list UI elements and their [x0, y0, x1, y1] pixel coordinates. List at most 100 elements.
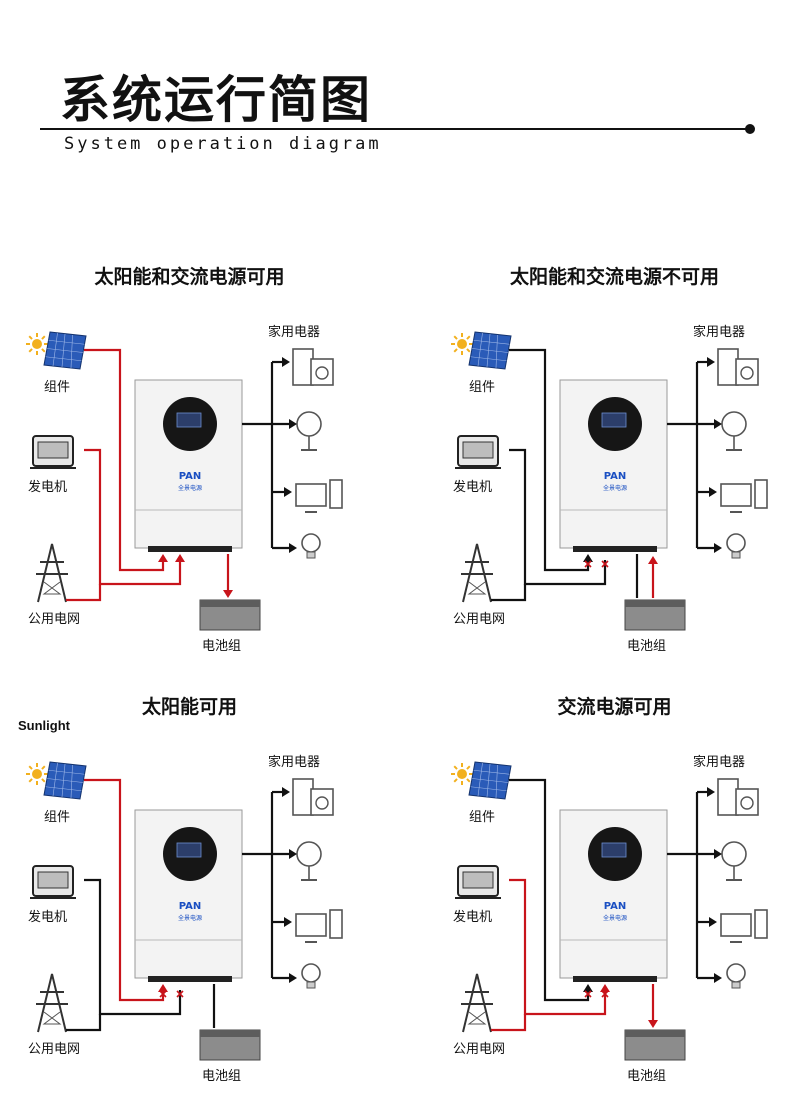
- grid-label: 公用电网: [453, 612, 506, 627]
- light-bulb-icon: [726, 963, 746, 989]
- load-arrow-4: [714, 973, 722, 983]
- battery-charge-arrow: [648, 1020, 658, 1028]
- generator-icon: [455, 865, 501, 899]
- fridge-washer-icon: [292, 778, 334, 816]
- solar-panel-icon: [43, 331, 87, 370]
- solar-arrow: [158, 984, 168, 992]
- load-arrow-3: [284, 917, 292, 927]
- brand-subtitle: 全景电源: [603, 914, 627, 922]
- grid-wire: [66, 1014, 102, 1032]
- battery-charge-arrow: [223, 590, 233, 598]
- battery-icon: [199, 1029, 261, 1061]
- brand-subtitle: 全景电源: [178, 484, 202, 492]
- solar-arrow: [158, 554, 168, 562]
- battery-discharge-arrow: [648, 556, 658, 564]
- load-arrow-3: [709, 917, 717, 927]
- load-arrow-2: [289, 849, 297, 859]
- panel-title: 太阳能可用: [141, 696, 237, 718]
- appliances-label: 家用电器: [693, 755, 746, 770]
- terminal-strip: [148, 976, 232, 982]
- appliances-label: 家用电器: [268, 755, 321, 770]
- load-arrow-4: [289, 543, 297, 553]
- grid-wire: [491, 584, 527, 602]
- ac-disconnect-mark: [601, 990, 609, 998]
- computer-icon: [295, 909, 343, 943]
- load-arrow-2: [714, 419, 722, 429]
- load-arrow-4: [714, 543, 722, 553]
- wiring-diagram: PAN 全景电源: [451, 331, 768, 631]
- grid-label: 公用电网: [453, 1042, 506, 1057]
- fan-icon: [721, 411, 747, 451]
- load-arrow-3: [284, 487, 292, 497]
- page-subtitle: System operation diagram: [64, 134, 382, 154]
- lcd-screen: [176, 412, 202, 428]
- light-bulb-icon: [301, 533, 321, 559]
- grid-wire: [66, 584, 102, 602]
- grid-wire: [491, 1014, 527, 1032]
- battery-label: 电池组: [627, 1069, 667, 1084]
- load-arrow-4: [289, 973, 297, 983]
- terminal-strip: [573, 976, 657, 982]
- battery-icon: [624, 1029, 686, 1061]
- fan-icon: [721, 841, 747, 881]
- generator-icon: [30, 435, 76, 469]
- battery-icon: [199, 599, 261, 631]
- terminal-strip: [573, 546, 657, 552]
- title-divider: [40, 128, 748, 130]
- solar-panel-icon: [468, 331, 512, 370]
- appliances-label: 家用电器: [268, 325, 321, 340]
- generator-label: 发电机: [28, 480, 68, 495]
- grid-label: 公用电网: [28, 612, 81, 627]
- inverter-unit: PAN 全景电源: [559, 379, 668, 552]
- solar-label: 组件: [469, 810, 496, 825]
- brand-logo: PAN: [604, 471, 627, 482]
- sun-icon: [451, 763, 473, 785]
- terminal-strip: [148, 546, 232, 552]
- panel-title: 太阳能和交流电源可用: [94, 266, 285, 288]
- battery-label: 电池组: [627, 639, 667, 654]
- load-arrow-1: [282, 357, 290, 367]
- lcd-screen: [176, 842, 202, 858]
- title-divider-dot: [745, 124, 755, 134]
- brand-subtitle: 全景电源: [603, 484, 627, 492]
- solar-panel-icon: [43, 761, 87, 800]
- sun-icon: [26, 763, 48, 785]
- inverter-unit: PAN 全景电源: [559, 809, 668, 982]
- computer-icon: [295, 479, 343, 513]
- brand-logo: PAN: [604, 901, 627, 912]
- fridge-washer-icon: [292, 348, 334, 386]
- load-arrow-3: [709, 487, 717, 497]
- transmission-tower-icon: [461, 973, 493, 1033]
- fridge-washer-icon: [717, 778, 759, 816]
- generator-label: 发电机: [28, 910, 68, 925]
- generator-icon: [30, 865, 76, 899]
- solar-panel-icon: [468, 761, 512, 800]
- solar-disconnect-mark: [159, 990, 167, 998]
- page-title: 系统运行简图: [60, 71, 372, 129]
- transmission-tower-icon: [461, 543, 493, 603]
- light-bulb-icon: [301, 963, 321, 989]
- panel-title: 太阳能和交流电源不可用: [509, 266, 719, 288]
- computer-icon: [720, 479, 768, 513]
- sunlight-label: Sunlight: [18, 718, 70, 733]
- appliances-label: 家用电器: [693, 325, 746, 340]
- solar-wire: [509, 778, 590, 1002]
- lcd-screen: [601, 412, 627, 428]
- ac-disconnect-mark: [601, 560, 609, 568]
- solar-arrow: [583, 984, 593, 992]
- generator-label: 发电机: [453, 480, 493, 495]
- load-arrow-1: [707, 787, 715, 797]
- fan-icon: [296, 841, 322, 881]
- battery-label: 电池组: [202, 639, 242, 654]
- ac-disconnect-mark: [176, 990, 184, 998]
- battery-label: 电池组: [202, 1069, 242, 1084]
- light-bulb-icon: [726, 533, 746, 559]
